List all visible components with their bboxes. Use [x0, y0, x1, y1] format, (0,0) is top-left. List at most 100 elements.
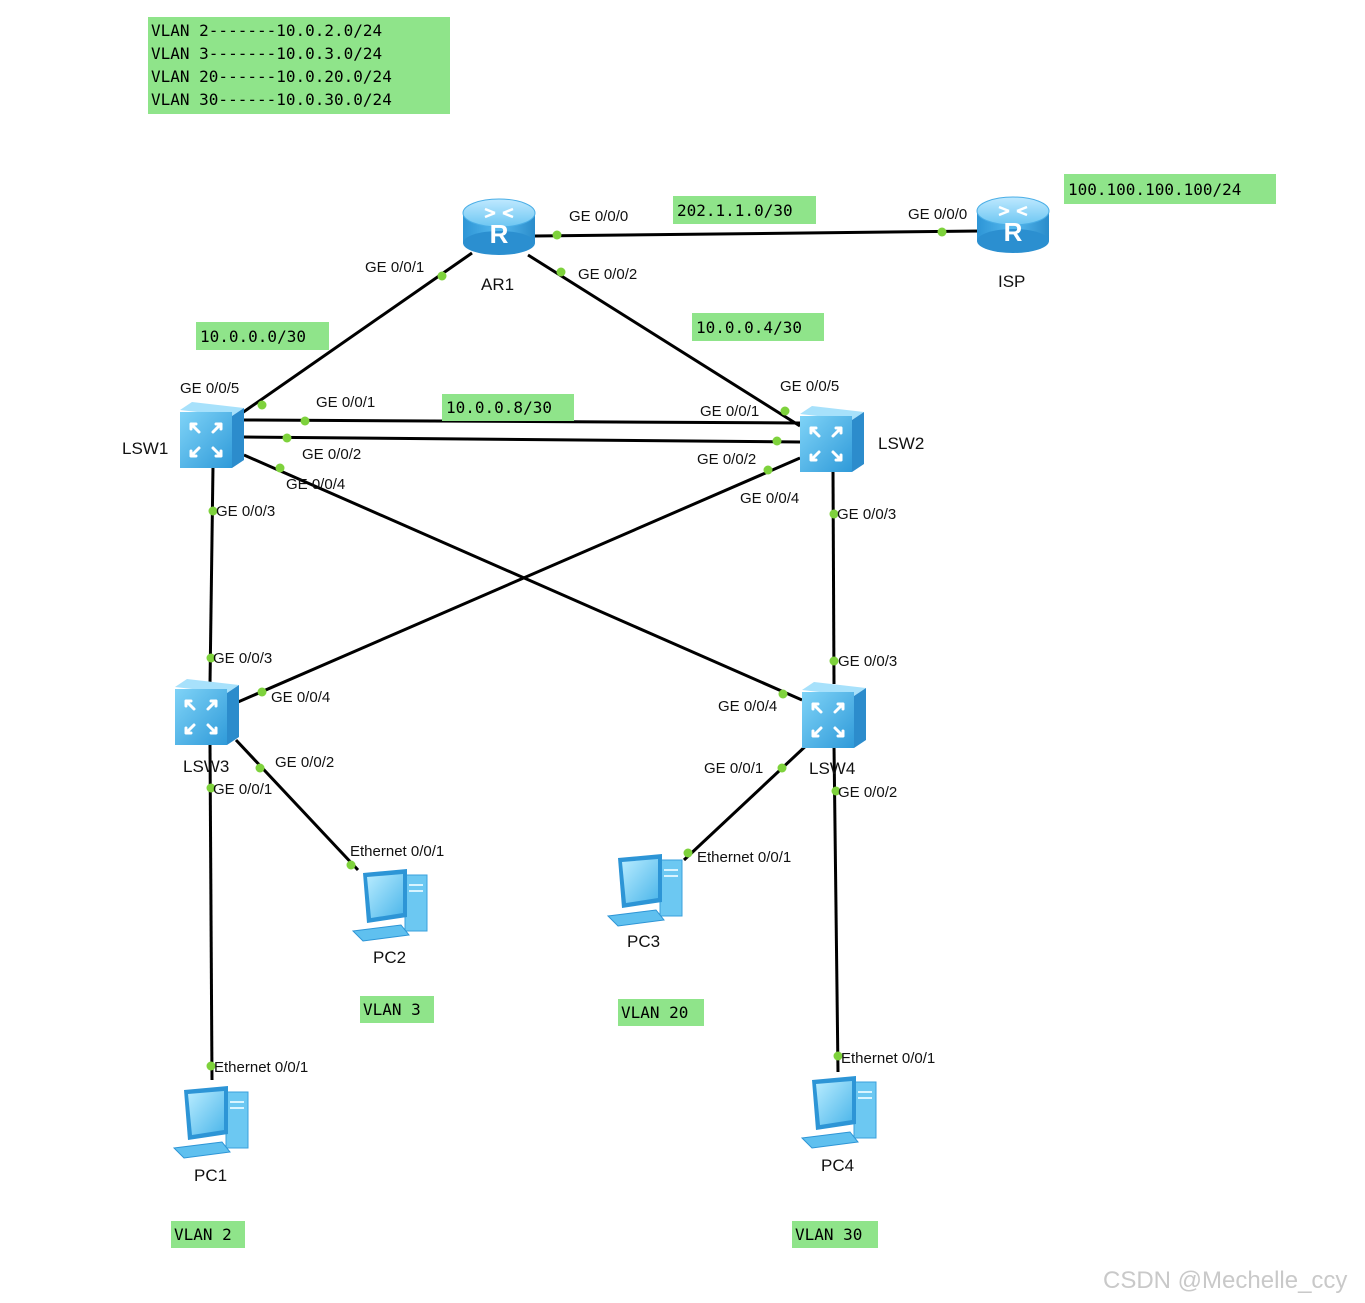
device-ar1[interactable]: AR1: [461, 197, 537, 294]
port-label-lsw2-ge001: GE 0/0/1: [700, 403, 759, 420]
port-dot: [556, 267, 566, 277]
link-ar1-lsw2: [527, 253, 801, 428]
switch-icon: [800, 680, 868, 750]
port-dot: [778, 689, 788, 699]
device-lsw2[interactable]: LSW2: [798, 404, 924, 474]
pc-icon: [801, 1075, 877, 1149]
port-label-lsw1-ge003: GE 0/0/3: [216, 503, 275, 520]
device-pc1[interactable]: PC1: [173, 1085, 249, 1185]
legend-line: VLAN 30------10.0.30.0/24: [151, 90, 392, 109]
device-lsw3[interactable]: LSW3: [173, 677, 241, 776]
isp-ip-note: 100.100.100.100/24: [1068, 180, 1241, 199]
lsw1-lsw2-subnet-note: 10.0.0.8/30: [446, 398, 552, 417]
port-dot: [763, 465, 773, 475]
legend-line: VLAN 20------10.0.20.0/24: [151, 67, 392, 86]
device-label-lsw4: LSW4: [809, 759, 855, 778]
port-label-lsw3-ge004: GE 0/0/4: [271, 689, 330, 706]
link-ar1-isp: [534, 229, 981, 238]
port-dots: [206, 227, 947, 1071]
device-label-lsw2: LSW2: [878, 434, 924, 453]
device-label-lsw1: LSW1: [122, 439, 168, 458]
pc-icon: [173, 1085, 249, 1159]
device-lsw4[interactable]: LSW4: [800, 680, 868, 778]
port-dot: [777, 763, 787, 773]
link-lsw3-pc2: [234, 738, 360, 872]
router-icon: [975, 195, 1051, 255]
pc-icon: [352, 868, 428, 942]
vlan30-note: VLAN 30: [795, 1225, 862, 1244]
legend-line: VLAN 3-------10.0.3.0/24: [151, 44, 382, 63]
port-label-lsw2-ge004: GE 0/0/4: [740, 490, 799, 507]
port-dot: [780, 406, 790, 416]
link-lsw2-lsw3: [237, 456, 801, 704]
device-label-pc3: PC3: [627, 932, 660, 951]
link-lsw2-lsw4: [831, 469, 836, 685]
vlan20-note: VLAN 20: [621, 1003, 688, 1022]
device-label-isp: ISP: [998, 272, 1025, 291]
port-dot: [300, 416, 310, 426]
port-label-lsw1-ge005: GE 0/0/5: [180, 380, 239, 397]
port-label-lsw1-ge001: GE 0/0/1: [316, 394, 375, 411]
watermark: CSDN @Mechelle_ccy: [1103, 1267, 1347, 1294]
port-label-pc3-eth: Ethernet 0/0/1: [697, 849, 791, 866]
port-label-lsw2-ge005: GE 0/0/5: [780, 378, 839, 395]
port-label-lsw3-ge001: GE 0/0/1: [213, 781, 272, 798]
switch-icon: [173, 677, 241, 747]
port-dot: [208, 506, 218, 516]
device-isp[interactable]: ISP: [975, 195, 1051, 291]
link-ar1-lsw1: [241, 251, 473, 415]
port-label-lsw4-ge003: GE 0/0/3: [838, 653, 897, 670]
link-lsw3-pc1: [208, 744, 214, 1081]
port-label-isp-ge000: GE 0/0/0: [908, 206, 967, 223]
device-label-pc1: PC1: [194, 1166, 227, 1185]
legend-line: VLAN 2-------10.0.2.0/24: [151, 21, 382, 40]
port-label-lsw4-ge002: GE 0/0/2: [838, 784, 897, 801]
port-label-lsw1-ge002: GE 0/0/2: [302, 446, 361, 463]
port-label-pc2-eth: Ethernet 0/0/1: [350, 843, 444, 860]
ar1-lsw1-subnet-note: 10.0.0.0/30: [200, 327, 306, 346]
port-dot: [833, 1051, 843, 1061]
port-labels: GE 0/0/0 GE 0/0/0 GE 0/0/1 GE 0/0/2 GE 0…: [180, 206, 967, 1076]
port-label-lsw4-ge001: GE 0/0/1: [704, 760, 763, 777]
link-lsw1-lsw2-ge001: [243, 418, 801, 425]
router-icon: [461, 197, 537, 257]
device-pc4[interactable]: PC4: [801, 1075, 877, 1175]
port-dot: [829, 509, 839, 519]
port-dot: [772, 436, 782, 446]
link-lsw4-pc3: [682, 740, 812, 862]
device-pc3[interactable]: PC3: [607, 853, 683, 951]
switch-icon: [178, 400, 246, 470]
port-dot: [206, 1061, 216, 1071]
port-dot: [437, 271, 447, 281]
vlan2-note: VLAN 2: [174, 1225, 232, 1244]
port-dot: [683, 848, 693, 858]
port-dot: [829, 656, 839, 666]
port-dot: [206, 783, 216, 793]
port-dot: [275, 463, 285, 473]
port-label-pc1-eth: Ethernet 0/0/1: [214, 1059, 308, 1076]
switch-icon: [798, 404, 866, 474]
device-pc2[interactable]: PC2: [352, 868, 428, 967]
port-label-lsw2-ge002: GE 0/0/2: [697, 451, 756, 468]
device-label-ar1: AR1: [481, 275, 514, 294]
port-label-pc4-eth: Ethernet 0/0/1: [841, 1050, 935, 1067]
port-dot: [346, 860, 356, 870]
ar1-isp-subnet-note: 202.1.1.0/30: [677, 201, 793, 220]
device-label-pc4: PC4: [821, 1156, 854, 1175]
device-label-lsw3: LSW3: [183, 757, 229, 776]
port-label-lsw2-ge003: GE 0/0/3: [837, 506, 896, 523]
port-label-ar1-ge000: GE 0/0/0: [569, 208, 628, 225]
pc-icon: [607, 853, 683, 927]
port-label-lsw3-ge003: GE 0/0/3: [213, 650, 272, 667]
port-label-ar1-ge002: GE 0/0/2: [578, 266, 637, 283]
ar1-lsw2-subnet-note: 10.0.0.4/30: [696, 318, 802, 337]
port-dot: [206, 653, 216, 663]
device-lsw1[interactable]: LSW1: [122, 400, 246, 470]
port-label-lsw1-ge004: GE 0/0/4: [286, 476, 345, 493]
device-label-pc2: PC2: [373, 948, 406, 967]
port-label-lsw3-ge002: GE 0/0/2: [275, 754, 334, 771]
port-dot: [937, 227, 947, 237]
port-dot: [255, 763, 265, 773]
links: [208, 229, 981, 1081]
